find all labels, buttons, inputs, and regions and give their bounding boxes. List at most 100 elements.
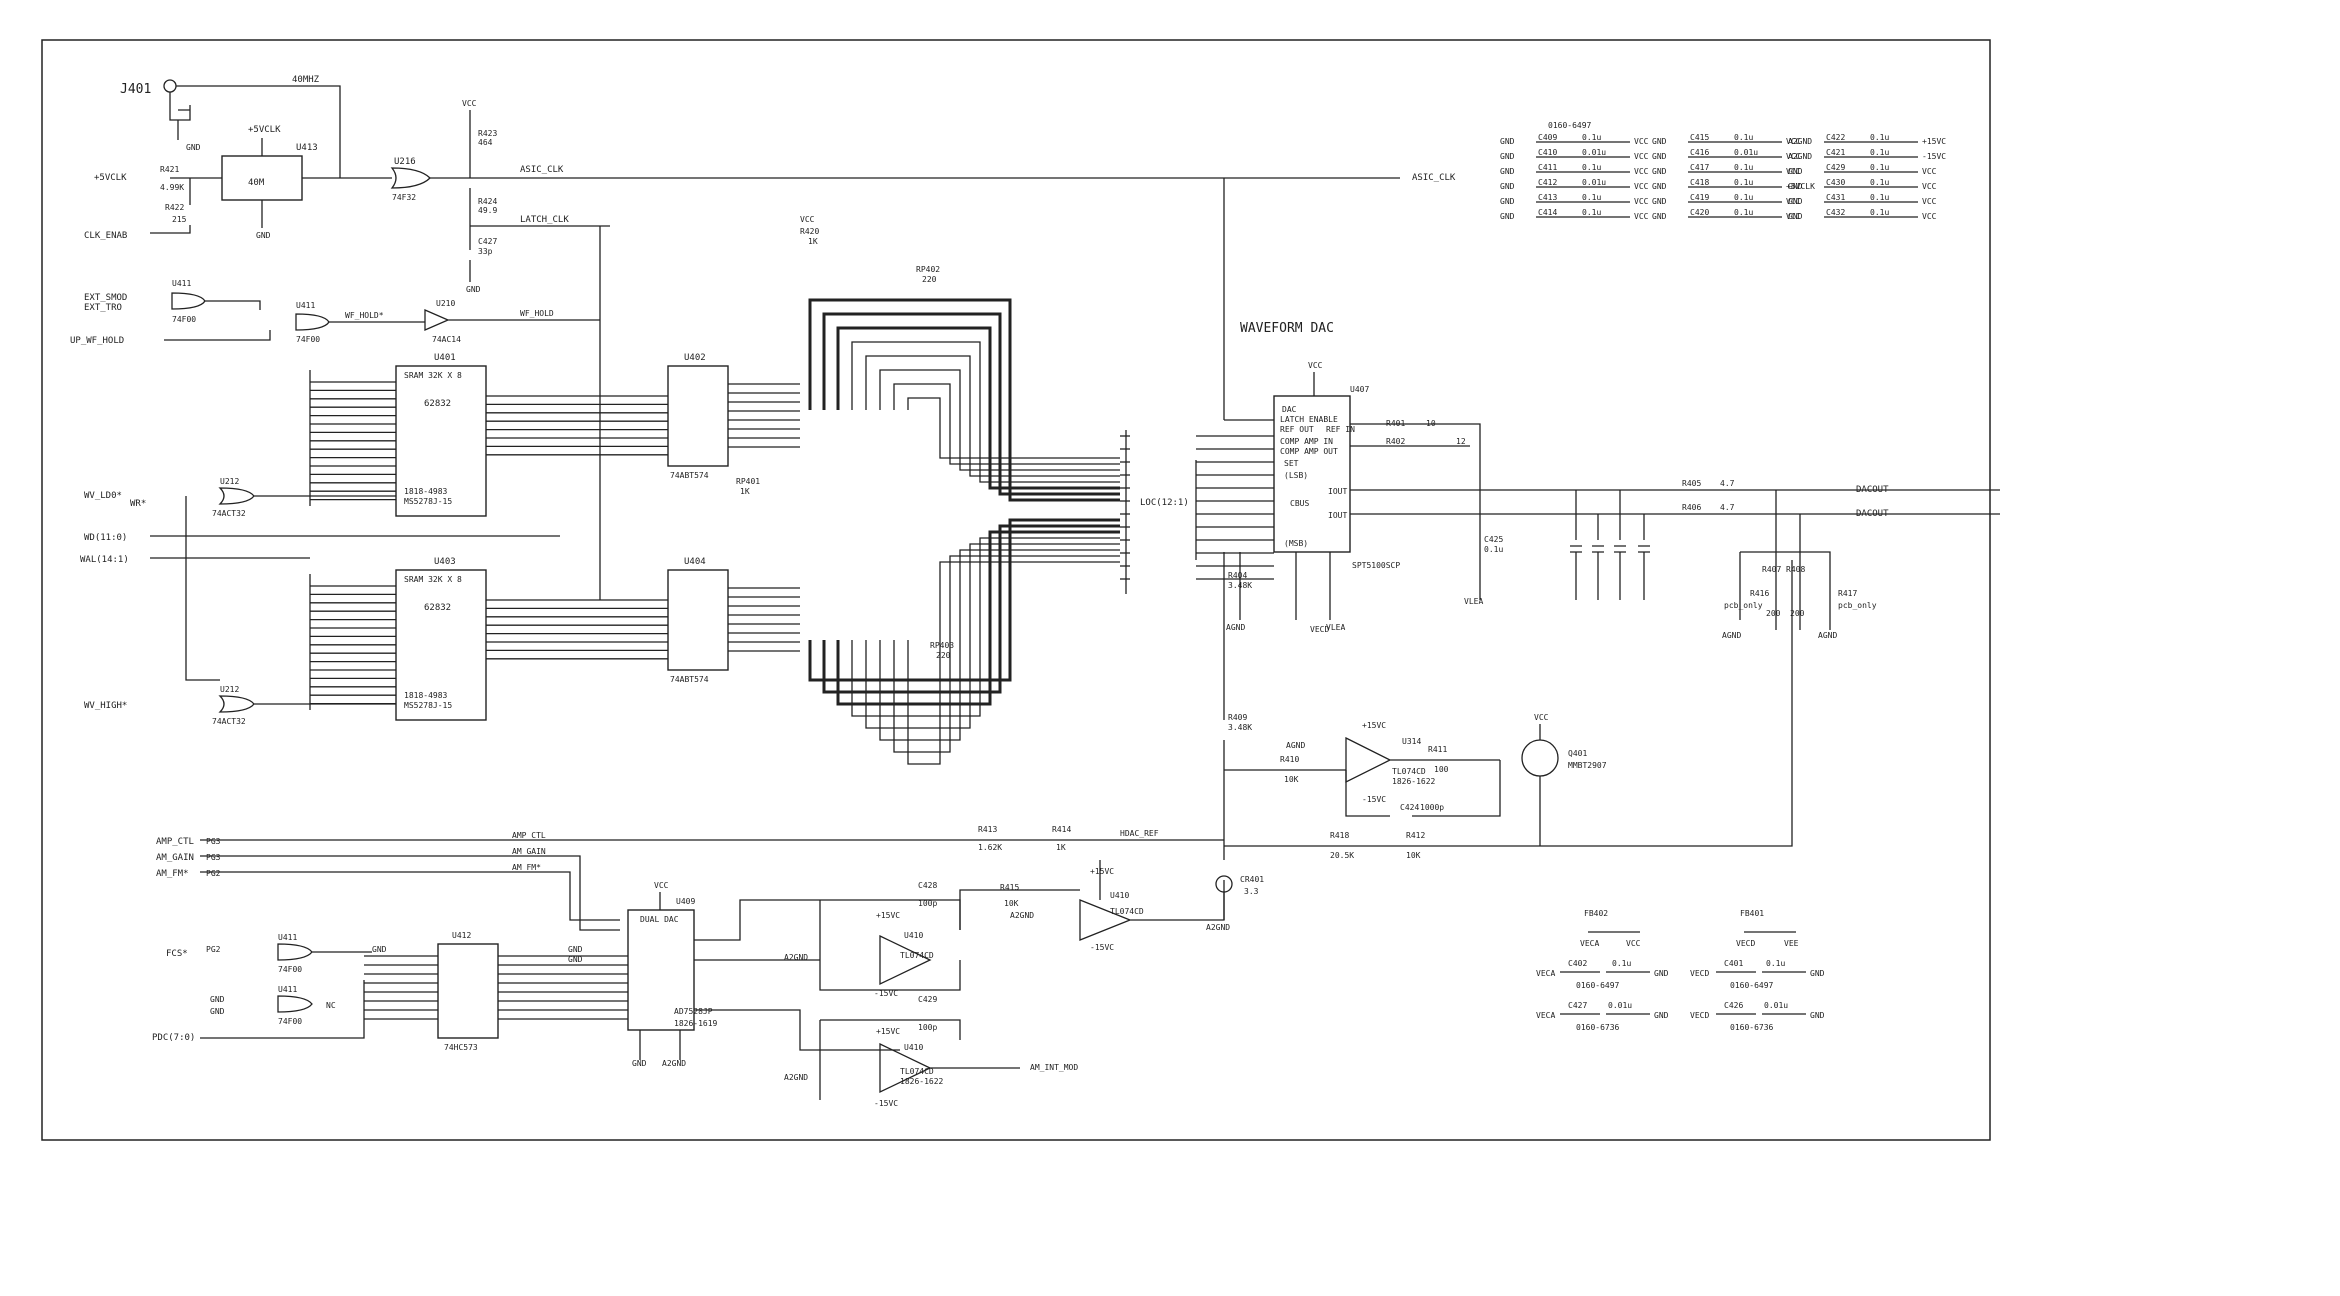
gnd-label-5: GND bbox=[210, 995, 225, 1004]
out-asic-clk: ASIC_CLK bbox=[1412, 173, 1456, 183]
u404-label: U404 bbox=[684, 557, 706, 567]
u404-type: 74ABT574 bbox=[670, 675, 709, 684]
pwr-p15-b: +15VC bbox=[876, 911, 900, 920]
c402-ref: C402 bbox=[1568, 959, 1587, 968]
section-title: WAVEFORM DAC bbox=[1240, 321, 1334, 336]
u403-desc: SRAM 32K X 8 bbox=[404, 575, 462, 584]
decap-ref: C416 bbox=[1690, 148, 1709, 157]
dac-u407-body bbox=[1273, 395, 1351, 553]
u410-label-a: U410 bbox=[904, 931, 923, 940]
u401-label: U401 bbox=[434, 353, 456, 363]
input-amp-ctl: AMP_CTL bbox=[156, 837, 194, 847]
c429-ref: C429 bbox=[918, 995, 937, 1004]
lower-bus-line bbox=[822, 524, 1120, 694]
r402-val: 12 bbox=[1456, 437, 1466, 446]
vcc-label-2: VCC bbox=[800, 215, 815, 224]
input-clk-enab: CLK_ENAB bbox=[84, 231, 127, 241]
r410-val: 10K bbox=[1284, 775, 1299, 784]
decap-net: VCC bbox=[1634, 197, 1649, 206]
decap-ref: C430 bbox=[1826, 178, 1845, 187]
agnd-label-4: AGND bbox=[1286, 741, 1305, 750]
input-am-fm: AM_FM* bbox=[156, 869, 189, 879]
vcc-label-3: VCC bbox=[1308, 361, 1323, 370]
rp403-label: RP403 220 bbox=[930, 641, 954, 660]
decap-gnd: GND bbox=[1500, 167, 1515, 176]
u401-desc: SRAM 32K X 8 bbox=[404, 371, 462, 380]
c424-val: 1000p bbox=[1420, 803, 1444, 812]
pwr-m15-c: -15VC bbox=[874, 1099, 898, 1108]
u403-mfr: MS5278J-15 bbox=[404, 701, 452, 710]
input-ext-tro: EXT_TRO bbox=[84, 303, 122, 313]
c426-val: 0.01u bbox=[1764, 1001, 1788, 1010]
input-wal: WAL(14:1) bbox=[80, 555, 129, 565]
r417-ref: R417 bbox=[1838, 589, 1857, 598]
decap-ref: C421 bbox=[1826, 148, 1845, 157]
bus-trunk bbox=[1125, 430, 1197, 594]
decap-gnd: GND bbox=[1500, 182, 1515, 191]
pwr-m15-a: -15VC bbox=[1362, 795, 1386, 804]
r413-val: 1.62K bbox=[978, 843, 1002, 852]
vcc-label-5: VCC bbox=[654, 881, 669, 890]
u314-label: U314 bbox=[1402, 737, 1421, 746]
decap-net: -15VC bbox=[1922, 152, 1946, 161]
fb401-left: VECD bbox=[1736, 939, 1755, 948]
decap-val: 0.1u bbox=[1870, 148, 1889, 157]
u403-pn: 1818-4983 bbox=[404, 691, 448, 700]
r405-val: 4.7 bbox=[1720, 479, 1735, 488]
decap-net: VCC bbox=[1786, 197, 1801, 206]
r422-ref: R422 bbox=[165, 203, 184, 212]
dac-pin-iout: IOUT bbox=[1328, 487, 1347, 496]
decap-gnd: GND bbox=[1788, 197, 1803, 206]
decap-gnd: GND bbox=[1788, 167, 1803, 176]
dac-pin-refout: REF OUT bbox=[1280, 425, 1314, 434]
decoupling-caps: 0160-6497 bbox=[1548, 121, 1592, 130]
rp401-ref: RP401 bbox=[736, 477, 760, 486]
c401-ref: C401 bbox=[1724, 959, 1743, 968]
decap-val: 0.1u bbox=[1734, 208, 1753, 217]
decap-val: 0.1u bbox=[1734, 193, 1753, 202]
u411-type-b: 74F00 bbox=[296, 335, 320, 344]
r408-ref: R408 bbox=[1786, 565, 1805, 574]
decap-val: 0.1u bbox=[1870, 133, 1889, 142]
r412-val: 10K bbox=[1406, 851, 1421, 860]
decap-net: VCC bbox=[1634, 152, 1649, 161]
c402-left: VECA bbox=[1536, 969, 1555, 978]
decap-ref: C419 bbox=[1690, 193, 1709, 202]
c428-val: 100p bbox=[918, 899, 937, 908]
u402-type: 74ABT574 bbox=[670, 471, 709, 480]
u401-chip: 62832 bbox=[424, 399, 451, 409]
load-resistors: R416 pcb_only R417 pcb_only R407 200 R40… bbox=[1722, 490, 1877, 640]
u410-label-b: U410 bbox=[904, 1043, 923, 1052]
decap-gnd: GND bbox=[1652, 212, 1667, 221]
a2gnd-label-3: A2GND bbox=[784, 953, 808, 962]
u314-type: TL074CD bbox=[1392, 767, 1426, 776]
c427b-ref: C427 bbox=[1568, 1001, 1587, 1010]
dual-dac-section: AMP_CTL AM_GAIN AM_FM* PG3 PG3 PG2 AMP_C… bbox=[152, 825, 1264, 1108]
dac-pin-set: SET bbox=[1284, 459, 1299, 468]
decap-gnd: GND bbox=[1788, 182, 1803, 191]
decap-net: VCC bbox=[1922, 212, 1937, 221]
q401-label: Q401 bbox=[1568, 749, 1587, 758]
c424-ref: C424 bbox=[1400, 803, 1419, 812]
vlea-label-2: VLEA bbox=[1326, 623, 1345, 632]
cr401-val: 3.3 bbox=[1244, 887, 1259, 896]
r416-val: pcb_only bbox=[1724, 601, 1763, 610]
c429-val: 100p bbox=[918, 1023, 937, 1032]
u403-label: U403 bbox=[434, 557, 456, 567]
c401-left: VECD bbox=[1690, 969, 1709, 978]
a2gnd-label-4: A2GND bbox=[784, 1073, 808, 1082]
input-svclk: +5VCLK bbox=[94, 173, 127, 183]
dac-pin-lsb: (LSB) bbox=[1284, 471, 1308, 480]
u314-pn: 1826-1622 bbox=[1392, 777, 1436, 786]
decap-gnd: GND bbox=[1652, 167, 1667, 176]
pg3-b: PG3 bbox=[206, 853, 221, 862]
rp402-ref: RP402 bbox=[916, 265, 940, 274]
r418-val: 20.5K bbox=[1330, 851, 1354, 860]
dac-pin-refin: REF IN bbox=[1326, 425, 1355, 434]
decap-ref: C415 bbox=[1690, 133, 1709, 142]
